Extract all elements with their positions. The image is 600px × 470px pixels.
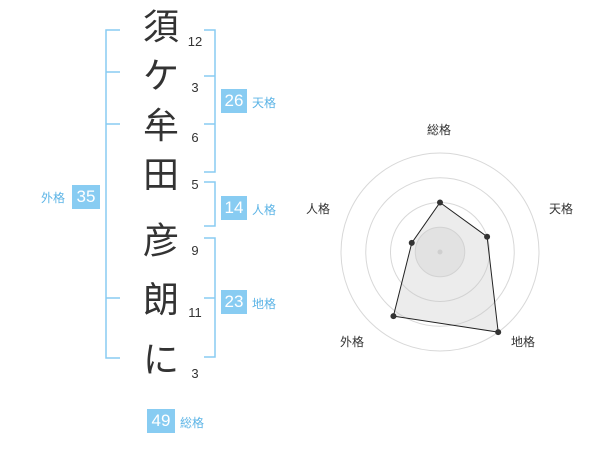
radar-ring-3 xyxy=(365,177,515,327)
name-char-4: 田 xyxy=(142,155,179,196)
gaikaku-label: 外格 xyxy=(41,191,66,205)
gaikaku-bracket xyxy=(105,29,120,359)
soukaku-label: 総格 xyxy=(180,416,205,430)
radar-polygon xyxy=(392,201,499,333)
radar-point-2 xyxy=(484,233,491,240)
name-char-2: ケ xyxy=(142,56,179,97)
stroke-count-7: 3 xyxy=(191,366,199,381)
name-char-5: 彦 xyxy=(142,221,179,262)
radar-label-gaikaku: 外格 xyxy=(340,335,365,349)
gaikaku-ticks xyxy=(106,71,120,299)
jinkaku-bracket xyxy=(204,181,216,227)
radar-point-5 xyxy=(408,239,415,246)
jinkaku-badge: 14 xyxy=(221,196,247,220)
stroke-count-4: 5 xyxy=(191,177,199,192)
radar-center xyxy=(437,249,443,255)
radar-ring-4 xyxy=(340,152,540,352)
radar-label-chikaku: 地格 xyxy=(511,335,536,349)
tenkaku-label: 天格 xyxy=(252,96,277,110)
name-char-3: 牟 xyxy=(142,106,179,147)
radar-label-tenkaku: 天格 xyxy=(549,202,574,216)
name-char-6: 朗 xyxy=(142,280,179,321)
chikaku-label: 地格 xyxy=(252,297,277,311)
name-char-1: 須 xyxy=(142,7,179,48)
tenkaku-badge: 26 xyxy=(221,89,247,113)
jinkaku-label: 人格 xyxy=(252,203,277,217)
stroke-count-5: 9 xyxy=(191,243,199,258)
radar-label-soukaku: 総格 xyxy=(427,123,452,137)
name-char-7: に xyxy=(142,340,179,381)
chikaku-badge: 23 xyxy=(221,290,247,314)
stroke-count-3: 6 xyxy=(191,130,199,145)
radar-label-jinkaku: 人格 xyxy=(306,202,331,216)
stroke-count-1: 12 xyxy=(187,34,203,49)
soukaku-badge: 49 xyxy=(147,409,175,433)
stroke-count-2: 3 xyxy=(191,80,199,95)
tenkaku-bracket xyxy=(204,29,216,173)
gaikaku-badge: 35 xyxy=(72,185,100,209)
radar-point-1 xyxy=(437,199,443,206)
tenkaku-ticks xyxy=(204,75,215,125)
radar-point-3 xyxy=(495,329,502,336)
stroke-count-6: 11 xyxy=(188,305,202,320)
radar-point-4 xyxy=(390,313,397,320)
